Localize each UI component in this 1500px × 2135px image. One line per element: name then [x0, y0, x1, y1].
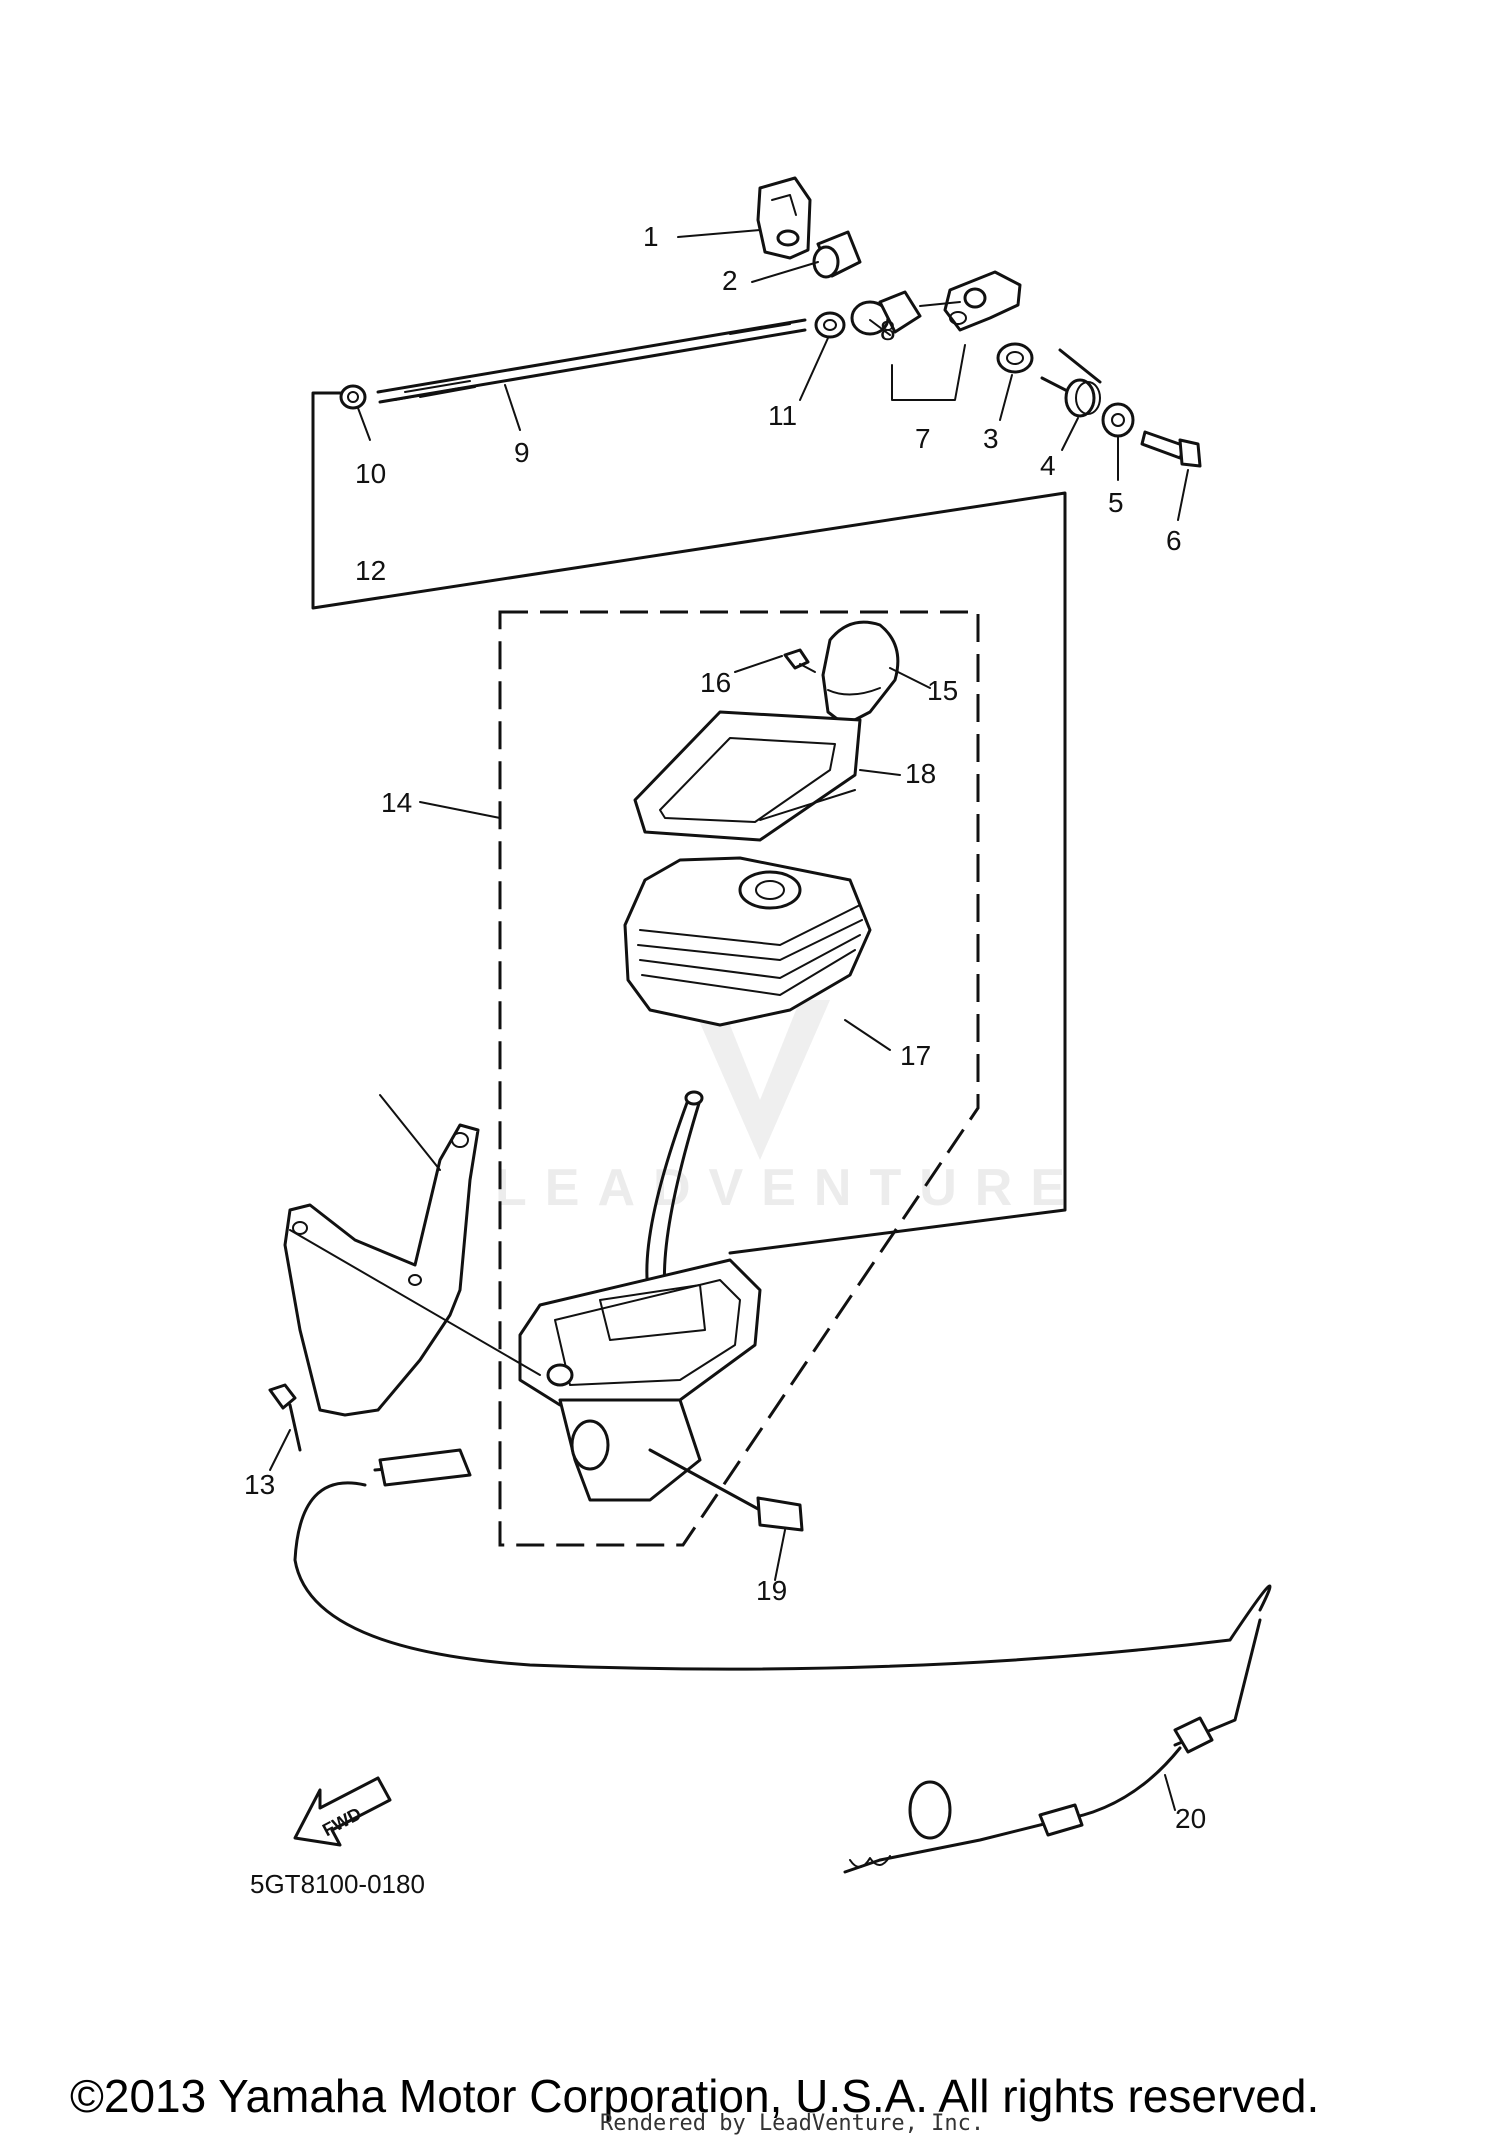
callout-7: 7 — [915, 423, 931, 454]
callout-2: 2 — [722, 265, 738, 296]
callout-13: 13 — [244, 1469, 275, 1500]
assembly-outline — [311, 391, 1067, 1255]
callout-10: 10 — [355, 458, 386, 489]
part-16-screw — [783, 648, 816, 673]
callout-12: 12 — [355, 555, 386, 586]
callout-5: 5 — [1108, 487, 1124, 518]
rendered-by-text: Rendered by LeadVenture, Inc. — [600, 2111, 984, 2135]
part-15-knob — [821, 620, 900, 727]
part-5-washer — [1101, 402, 1135, 438]
callout-17: 17 — [900, 1040, 931, 1071]
callout-11: 11 — [768, 400, 797, 431]
callout-16: 16 — [700, 667, 731, 698]
shift-housing — [518, 1258, 762, 1502]
callout-18: 18 — [905, 758, 936, 789]
part-1-clip — [756, 176, 812, 260]
copyright-text: ©2013 Yamaha Motor Corporation, U.S.A. A… — [70, 2070, 1319, 2122]
part-12-bracket — [283, 1123, 541, 1417]
watermark: LEADVENTURE — [495, 1000, 1083, 1217]
part-8-ball-joint — [850, 290, 922, 336]
part-3-washer — [996, 342, 1034, 374]
callout-8: 8 — [880, 315, 896, 346]
callout-20: 20 — [1175, 1803, 1206, 1834]
leader-lines — [269, 229, 1189, 1811]
part-4-spring — [1040, 348, 1102, 418]
part-13-bolt — [268, 1383, 302, 1452]
part-18-frame — [633, 710, 862, 842]
part-19-bolt — [648, 1448, 804, 1532]
part-11-bushing — [814, 311, 846, 339]
fwd-arrow-icon: FWD — [293, 1776, 392, 1847]
callout-14: 14 — [381, 787, 412, 818]
callout-19: 19 — [756, 1575, 787, 1606]
part-7-lever — [919, 270, 1022, 332]
part-10-nut — [339, 384, 367, 410]
callout-1: 1 — [643, 221, 659, 252]
part-2-collar — [812, 230, 862, 279]
callout-15: 15 — [927, 675, 958, 706]
part-20-cable — [293, 1448, 1272, 1874]
callout-numbers: 1 2 3 4 5 6 7 8 9 10 11 12 13 14 15 16 1… — [244, 221, 1206, 1834]
part-17-boot — [623, 856, 872, 1027]
watermark-text: LEADVENTURE — [495, 1159, 1083, 1217]
diagram-code: 5GT8100-0180 — [250, 1869, 425, 1899]
callout-6: 6 — [1166, 525, 1182, 556]
part-9-shift-rod — [376, 318, 807, 404]
callout-9: 9 — [514, 437, 530, 468]
callout-3: 3 — [983, 423, 999, 454]
callout-4: 4 — [1040, 450, 1056, 481]
part-6-bolt — [1140, 430, 1202, 468]
